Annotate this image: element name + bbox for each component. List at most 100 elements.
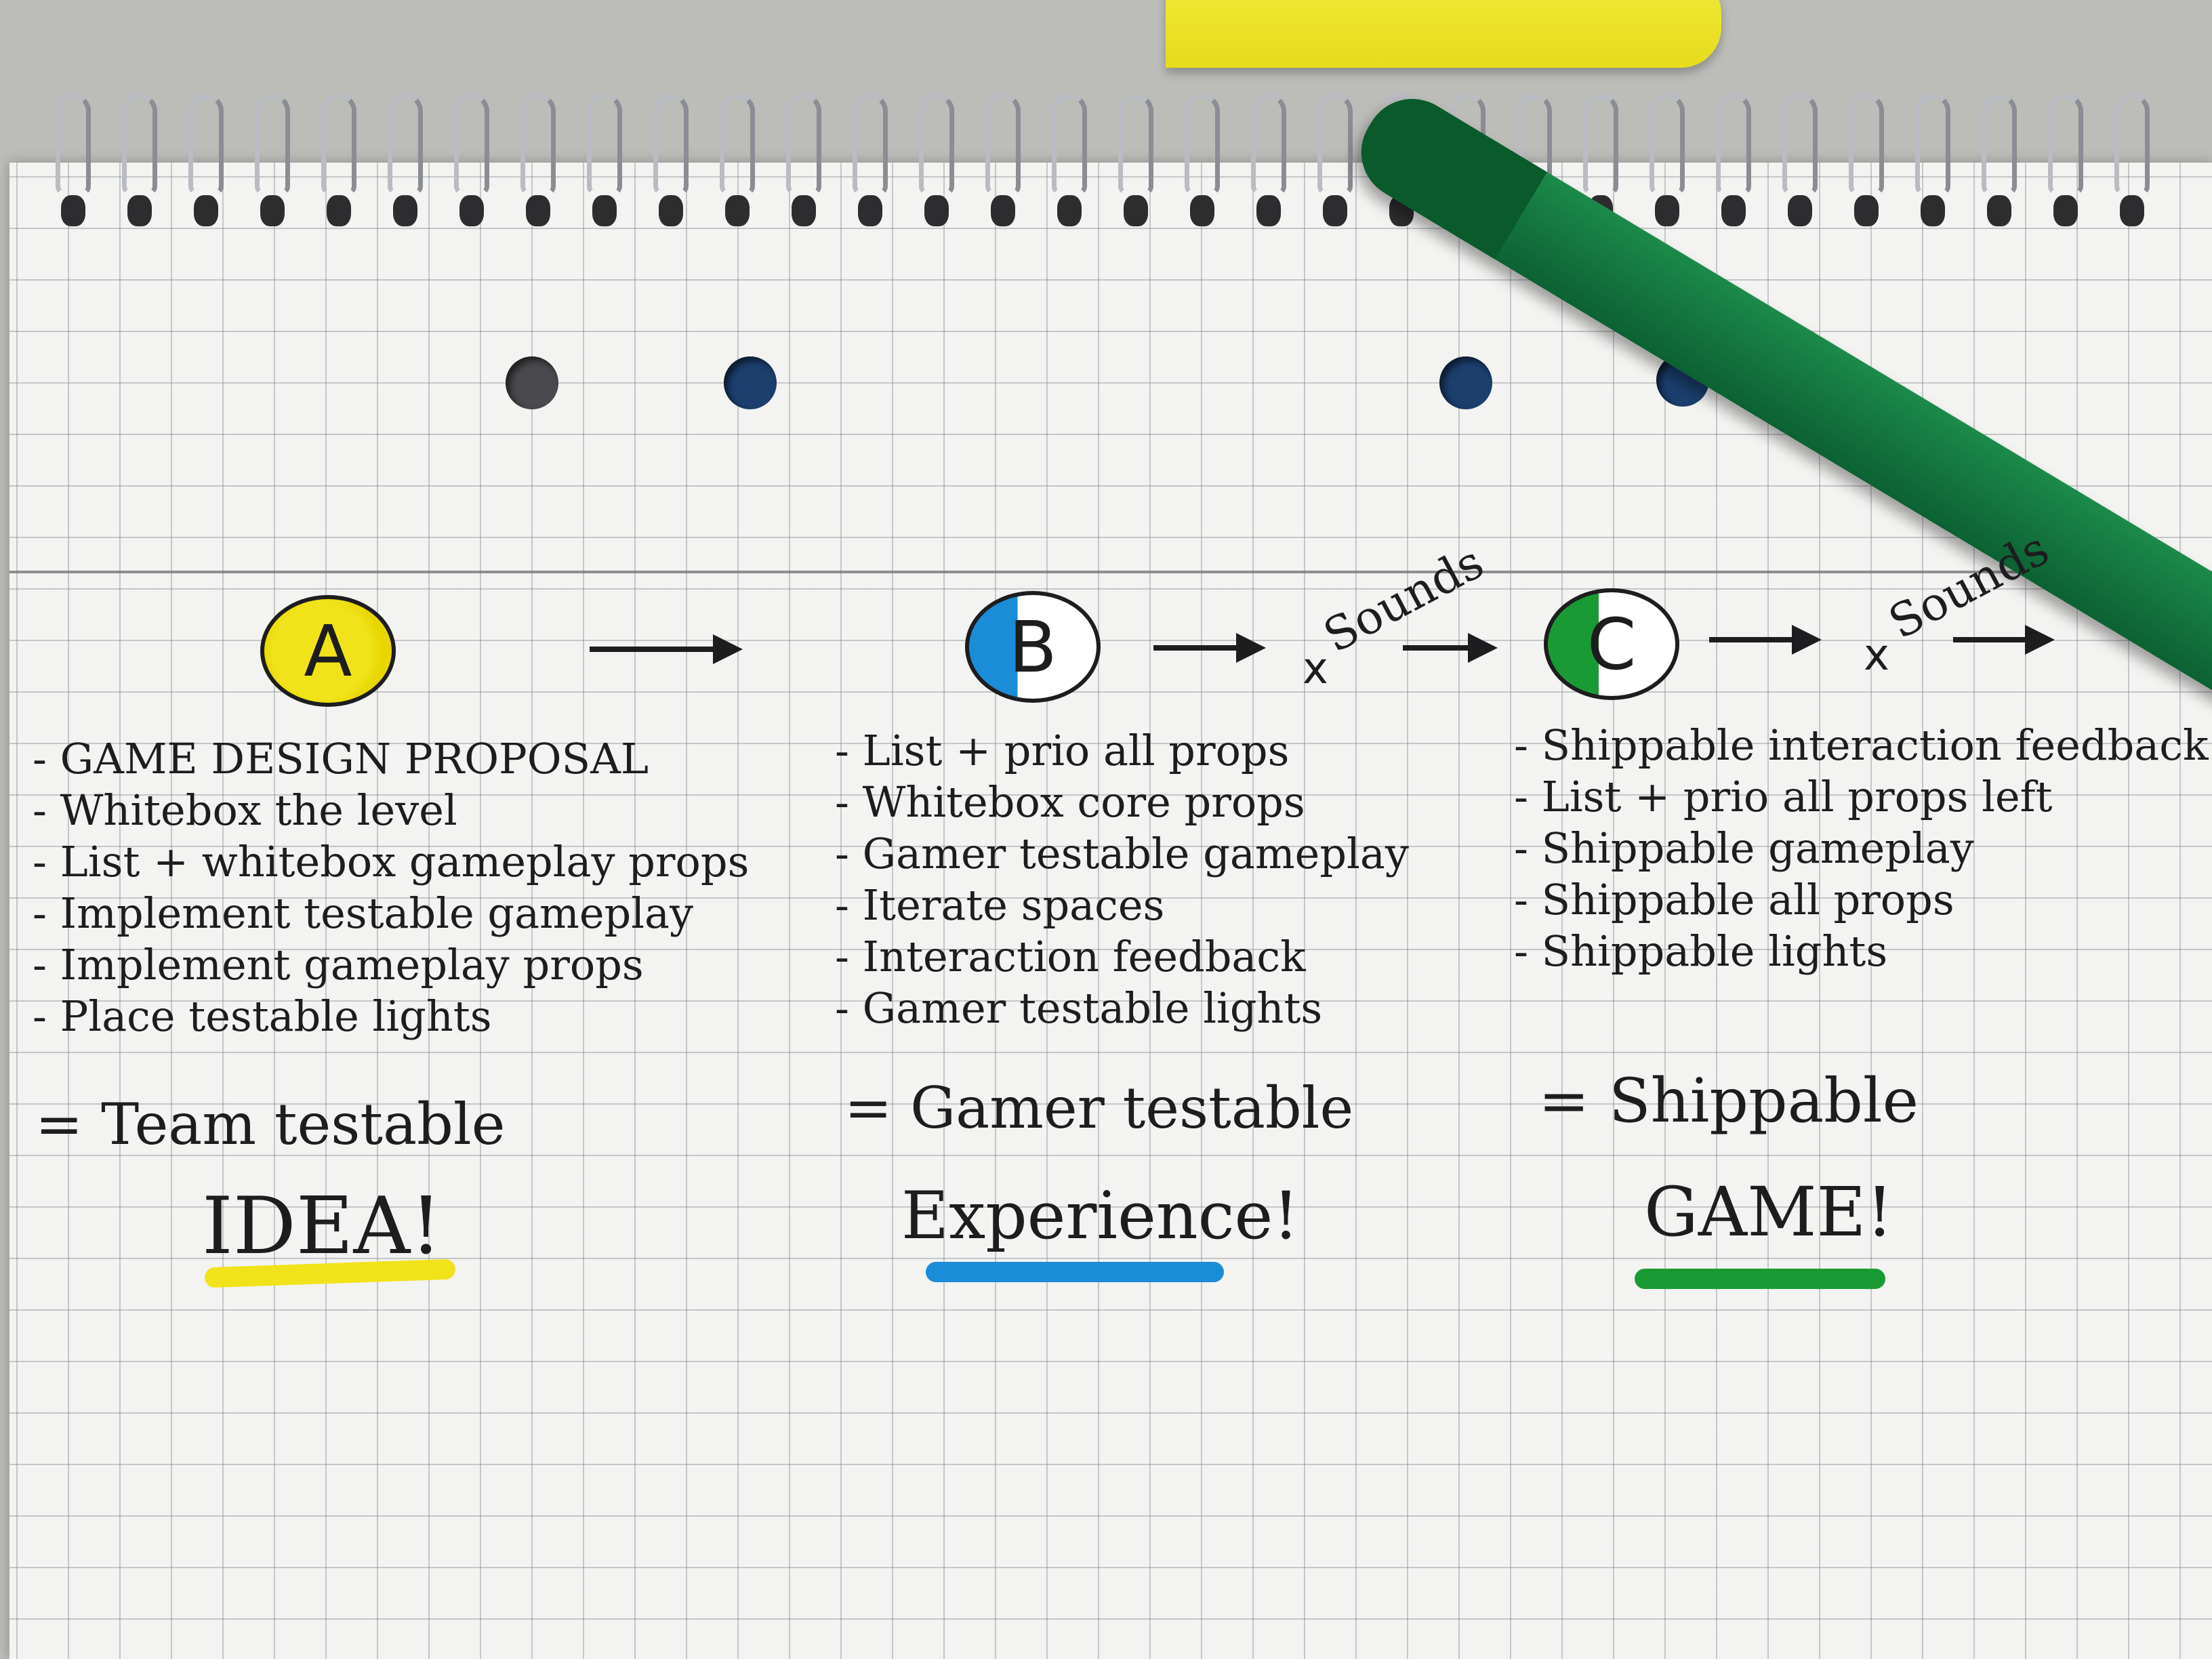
arrow-icon xyxy=(1403,633,1498,663)
arrow-icon xyxy=(590,634,743,664)
binding-hole xyxy=(792,195,816,226)
spiral-coil xyxy=(122,94,157,195)
spiral-coil xyxy=(1583,94,1618,195)
spiral-coil xyxy=(985,94,1021,195)
list-item: - List + prio all props left xyxy=(1514,772,2053,821)
list-item: - Iterate spaces xyxy=(835,880,1165,930)
list-item: - Shippable gameplay xyxy=(1514,823,1974,873)
arrow-icon xyxy=(1953,625,2055,655)
cross-mark: x xyxy=(1864,630,1889,680)
milestone-c-letter: C xyxy=(1586,602,1637,686)
spiral-coil xyxy=(520,94,556,195)
milestone-c-result: = Shippable xyxy=(1538,1065,1919,1136)
binding-hole xyxy=(1057,195,1082,226)
spiral-coil xyxy=(388,94,423,195)
spiral-coil xyxy=(1650,94,1685,195)
list-item: - Place testable lights xyxy=(33,991,492,1041)
list-item: - Shippable all props xyxy=(1514,875,1954,924)
binding-hole xyxy=(1655,195,1679,226)
spiral-coil xyxy=(255,94,290,195)
milestone-b-result: = Gamer testable xyxy=(844,1075,1354,1141)
arrow-icon xyxy=(1709,625,1822,655)
list-item: - Whitebox the level xyxy=(33,785,457,835)
milestone-a-goal: IDEA! xyxy=(202,1181,442,1272)
binding-hole xyxy=(858,195,882,226)
spiral-coil xyxy=(188,94,224,195)
binding-hole xyxy=(459,195,484,226)
spiral-coil xyxy=(1915,94,1950,195)
spiral-coil xyxy=(1118,94,1153,195)
spiral-coil xyxy=(1317,94,1353,195)
binding-hole xyxy=(924,195,949,226)
binding-hole xyxy=(725,195,750,226)
spiral-coil xyxy=(321,94,356,195)
binding-hole xyxy=(659,195,683,226)
binding-hole xyxy=(1788,195,1812,226)
spiral-coil xyxy=(1716,94,1751,195)
milestone-c-circle: C xyxy=(1544,588,1679,700)
paper-rule-line xyxy=(9,571,2212,573)
binding-hole xyxy=(1124,195,1148,226)
binding-hole xyxy=(393,195,417,226)
binding-hole xyxy=(1323,195,1347,226)
milestone-b-letter: B xyxy=(1008,605,1057,689)
spiral-coil xyxy=(1185,94,1220,195)
cross-mark: x xyxy=(1303,644,1328,694)
spiral-coil xyxy=(1782,94,1818,195)
arrow-icon xyxy=(1153,633,1266,663)
punch-hole xyxy=(1439,356,1492,409)
milestone-a-letter: A xyxy=(304,609,352,693)
milestone-c-goal: GAME! xyxy=(1644,1172,1893,1252)
milestone-a-result: = Team testable xyxy=(35,1091,506,1158)
spiral-coil xyxy=(720,94,755,195)
binding-hole xyxy=(327,195,351,226)
binding-hole xyxy=(526,195,550,226)
yellow-marker xyxy=(1166,0,1721,68)
spiral-coil xyxy=(1849,94,1884,195)
punch-hole xyxy=(506,356,558,409)
milestone-b-list: - List + prio all props - Whitebox core … xyxy=(835,725,1409,1034)
milestone-b-circle: B xyxy=(965,591,1101,703)
list-item: - Implement testable gameplay xyxy=(33,888,694,938)
list-item: - GAME DESIGN PROPOSAL xyxy=(33,734,649,783)
binding-hole xyxy=(1190,195,1214,226)
spiral-coil xyxy=(1517,94,1552,195)
spiral-coil xyxy=(1251,94,1286,195)
binding-hole xyxy=(127,195,152,226)
list-item: - Gamer testable lights xyxy=(835,983,1323,1033)
spiral-coil xyxy=(2048,94,2083,195)
milestone-b-goal: Experience! xyxy=(901,1178,1299,1254)
milestone-c-list: - Shippable interaction feedback - List … xyxy=(1514,720,2209,977)
binding-hole xyxy=(1721,195,1746,226)
spiral-coil xyxy=(653,94,689,195)
binding-hole xyxy=(592,195,617,226)
binding-hole xyxy=(61,195,85,226)
spiral-coil xyxy=(853,94,888,195)
binding-hole xyxy=(991,195,1015,226)
spiral-binding xyxy=(0,75,2212,237)
spiral-coil xyxy=(786,94,821,195)
list-item: - Interaction feedback xyxy=(835,932,1306,981)
spiral-coil xyxy=(454,94,489,195)
milestone-a-list: - GAME DESIGN PROPOSAL - Whitebox the le… xyxy=(33,733,749,1042)
binding-hole xyxy=(1921,195,1945,226)
binding-hole xyxy=(2120,195,2144,226)
list-item: - List + prio all props xyxy=(835,726,1290,775)
list-item: - Gamer testable gameplay xyxy=(835,829,1409,878)
list-item: - Shippable interaction feedback xyxy=(1514,720,2209,770)
binding-hole xyxy=(1854,195,1879,226)
punch-hole xyxy=(724,356,777,409)
binding-hole xyxy=(2053,195,2078,226)
list-item: - Whitebox core props xyxy=(835,777,1305,827)
green-highlight-underline xyxy=(1635,1269,1885,1289)
binding-hole xyxy=(1256,195,1281,226)
blue-highlight-underline xyxy=(926,1262,1224,1282)
list-item: - Shippable lights xyxy=(1514,926,1888,976)
spiral-coil xyxy=(56,94,91,195)
list-item: - List + whitebox gameplay props xyxy=(33,837,750,886)
spiral-coil xyxy=(1982,94,2017,195)
spiral-coil xyxy=(2114,94,2150,195)
spiral-coil xyxy=(919,94,954,195)
spiral-coil xyxy=(1052,94,1087,195)
binding-hole xyxy=(194,195,218,226)
